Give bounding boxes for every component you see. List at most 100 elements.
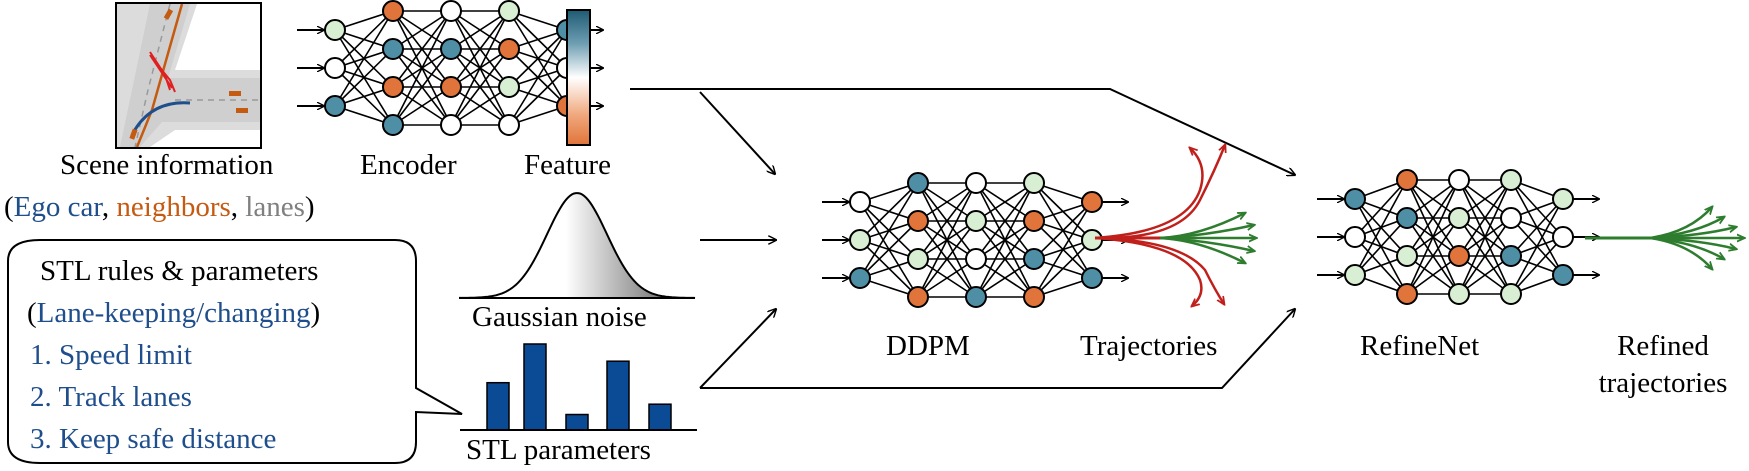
encoder-node	[440, 38, 462, 60]
refinenet-node	[1396, 169, 1418, 191]
ddpm-node	[849, 191, 871, 213]
callout-subtitle-open: (	[27, 297, 37, 329]
refinenet-node	[1552, 226, 1574, 248]
ddpm-edge	[1033, 201, 1093, 260]
ddpm-node	[965, 210, 987, 232]
refinenet-edge	[1406, 179, 1460, 257]
callout-subtitle: (Lane-keeping/changing)	[27, 292, 320, 334]
ddpm-edge	[975, 258, 1035, 298]
encoder-edge	[508, 29, 568, 88]
scene-map	[115, 2, 262, 149]
encoder-node	[324, 19, 346, 41]
encoder-edge	[450, 48, 510, 126]
ddpm-network	[822, 172, 1128, 308]
stl-bar	[648, 403, 672, 431]
legend-lanes: lanes	[245, 191, 305, 223]
encoder-label: Encoder	[360, 149, 457, 181]
encoder-node	[382, 38, 404, 60]
gaussian-noise-curve	[459, 192, 696, 299]
ddpm-node	[849, 267, 871, 289]
encoder-node	[324, 95, 346, 117]
arrow-feature-to-ddpm	[699, 91, 775, 174]
ddpm-edge	[917, 182, 977, 298]
refinenet-edge	[1510, 236, 1564, 295]
encoder-edge	[508, 29, 568, 126]
refinenet-edge	[1406, 179, 1460, 295]
ddpm-edge	[1033, 239, 1093, 298]
stl-bar	[606, 360, 630, 431]
refinenet-edge	[1458, 217, 1512, 295]
encoder-network	[297, 0, 603, 136]
refinenet-node	[1344, 188, 1366, 210]
callout-bubble	[7, 239, 463, 464]
refinenet-edge	[1458, 179, 1512, 257]
refinenet-edge	[1510, 198, 1564, 295]
ddpm-node	[965, 248, 987, 270]
encoder-edge	[334, 10, 394, 107]
refinenet-label: RefineNet	[1360, 330, 1480, 362]
encoder-node	[498, 114, 520, 136]
callout-item-safe-distance: 3. Keep safe distance	[30, 423, 277, 455]
ddpm-edge	[859, 182, 919, 241]
encoder-node	[382, 0, 404, 22]
arrow-feature-to-refinenet	[630, 88, 1295, 175]
trajectories-fan	[1094, 145, 1256, 306]
refinenet-node	[1448, 207, 1470, 229]
callout-title: STL rules & parameters	[40, 255, 319, 287]
ddpm-node	[1023, 172, 1045, 194]
refinenet-edge	[1354, 179, 1408, 238]
refinenet-node	[1396, 283, 1418, 305]
ddpm-node	[965, 286, 987, 308]
refinenet-edge	[1458, 179, 1512, 295]
ddpm-label: DDPM	[886, 330, 970, 362]
ddpm-edge	[859, 182, 919, 279]
arrow-stl-to-ddpm	[699, 309, 776, 389]
feature-label: Feature	[524, 149, 611, 181]
arrow-stl-to-refinenet	[700, 309, 1295, 389]
ddpm-node	[1023, 248, 1045, 270]
refinenet-node	[1500, 283, 1522, 305]
encoder-edge	[392, 10, 452, 126]
legend-separator-2: ,	[230, 191, 246, 223]
refinenet-node	[1500, 169, 1522, 191]
ddpm-node	[965, 172, 987, 194]
ddpm-edge	[917, 182, 977, 222]
legend-separator-1: ,	[101, 191, 117, 223]
ddpm-edge	[917, 182, 977, 260]
refined-line-2: trajectories	[1598, 367, 1728, 400]
ddpm-node	[1023, 286, 1045, 308]
legend-close-paren: )	[304, 191, 315, 223]
stl-parameter-bars	[486, 343, 672, 431]
refined-trajectories-fan	[1585, 207, 1744, 269]
encoder-node	[382, 76, 404, 98]
refinenet-node	[1448, 245, 1470, 267]
ddpm-edge	[917, 220, 977, 298]
encoder-edge	[392, 86, 452, 126]
ddpm-edge	[975, 182, 1035, 222]
refinenet-node	[1552, 188, 1574, 210]
ddpm-edge	[975, 182, 1035, 260]
encoder-node	[440, 114, 462, 136]
refinenet-node	[1500, 207, 1522, 229]
refinenet-edge	[1510, 198, 1564, 257]
ddpm-node	[907, 172, 929, 194]
callout-subtitle-text: Lane-keeping/changing	[36, 297, 311, 329]
legend-neighbors: neighbors	[116, 191, 231, 223]
encoder-edge	[334, 48, 394, 107]
encoder-node	[324, 57, 346, 79]
ddpm-node	[907, 210, 929, 232]
trajectories-label: Trajectories	[1080, 330, 1218, 362]
stl-bar	[523, 343, 547, 431]
refined-trajectories-label: Refined trajectories	[1578, 330, 1748, 401]
ddpm-edge	[1033, 201, 1093, 298]
refinenet-node	[1500, 245, 1522, 267]
encoder-node	[498, 76, 520, 98]
stl-bar	[486, 381, 510, 431]
stl-bar	[565, 413, 589, 431]
ddpm-node	[1081, 267, 1103, 289]
scene-legend: (Ego car, neighbors, lanes)	[4, 191, 315, 224]
legend-ego-car: Ego car	[13, 191, 102, 223]
refinenet-network	[1317, 169, 1599, 305]
refinenet-edge	[1354, 179, 1408, 276]
